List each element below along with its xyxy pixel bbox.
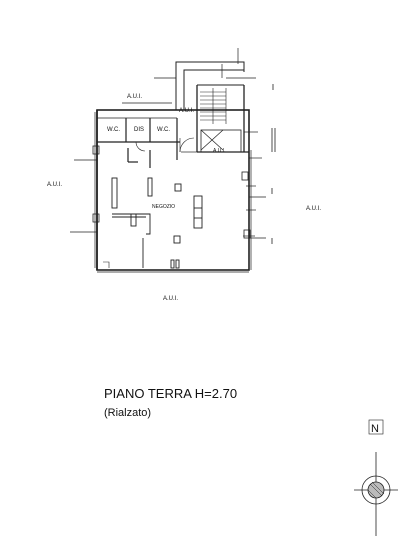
label-aui-upper-right: A.U.I. <box>179 108 194 114</box>
label-wc-right: W.C. <box>157 127 170 133</box>
label-wc-left: W.C. <box>107 127 120 133</box>
label-dis: DIS <box>134 127 144 133</box>
label-aui-right: A.U.I. <box>306 206 321 212</box>
interior-walls <box>97 117 249 168</box>
label-aui-top: A.U.I. <box>127 94 142 100</box>
stair-treads <box>200 88 227 124</box>
label-aui-left: A.U.I. <box>47 182 62 188</box>
north-arrow <box>354 419 398 536</box>
reference-lines <box>70 48 266 239</box>
stair-block <box>175 61 245 153</box>
north-symbol: N <box>371 423 379 435</box>
label-negozio: NEGOZIO <box>152 204 175 210</box>
label-aui-bottom: A.U.I. <box>163 296 178 302</box>
margin-markers <box>271 84 276 244</box>
fixtures <box>103 177 203 269</box>
outer-walls <box>94 109 252 273</box>
plan-subtitle: (Rialzato) <box>104 407 152 419</box>
plan-title: PIANO TERRA H=2.70 <box>104 386 238 401</box>
window-marks <box>92 145 251 239</box>
door-swings <box>135 137 195 153</box>
label-aui-stair: A.U.I. <box>213 148 226 154</box>
